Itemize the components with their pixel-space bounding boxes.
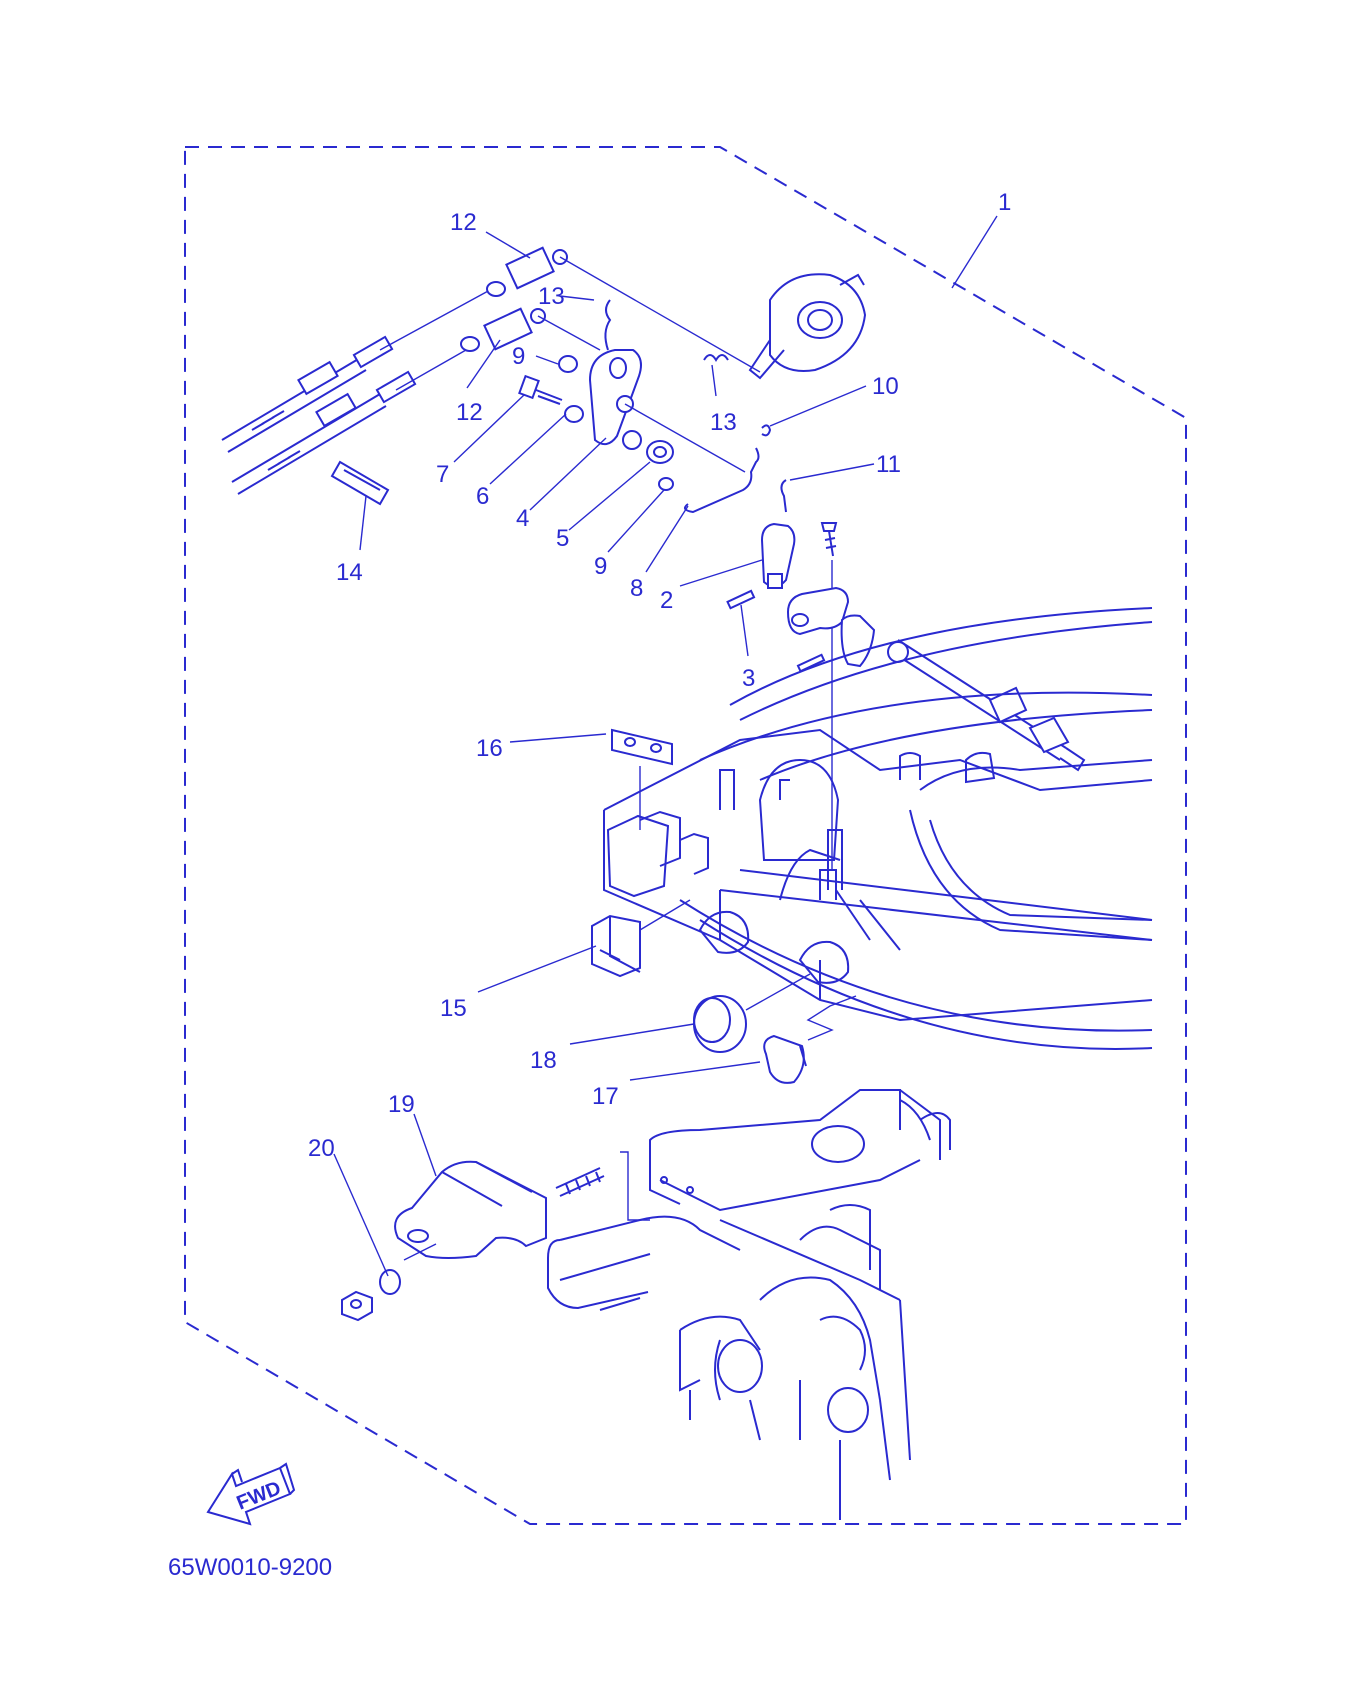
bolt — [518, 374, 563, 405]
callout-11: 11 — [876, 451, 901, 478]
control-cables — [221, 281, 506, 495]
clip-10 — [761, 424, 772, 437]
throttle-cam — [748, 273, 867, 380]
shift-bracket — [786, 586, 876, 673]
collar — [646, 440, 674, 464]
callout-13-upper: 13 — [538, 283, 565, 310]
screw — [820, 522, 838, 870]
nut-20 — [341, 1290, 373, 1322]
callout-7: 7 — [436, 461, 449, 488]
callout-14: 14 — [336, 559, 363, 586]
callout-15: 15 — [440, 995, 467, 1022]
drawing-code: 65W0010-9200 — [168, 1554, 332, 1581]
bracket — [394, 1160, 547, 1261]
washer-20 — [379, 1269, 401, 1295]
cable-joint-upper — [505, 246, 761, 373]
lever — [588, 349, 746, 473]
callout-8: 8 — [630, 575, 643, 602]
assembly-boundary — [184, 146, 1187, 1525]
callout-13-lower: 13 — [710, 409, 737, 436]
callout-12-upper: 12 — [450, 209, 477, 236]
damper-plate — [611, 728, 673, 830]
clip-13-lower — [703, 354, 729, 362]
damper — [591, 899, 691, 978]
link-lever — [760, 522, 796, 589]
grommet-small — [763, 995, 857, 1084]
callout-1: 1 — [998, 189, 1011, 216]
decal — [330, 460, 390, 506]
callout-3: 3 — [742, 665, 755, 692]
callout-labels: 1 2 3 4 5 6 7 8 9 9 10 11 12 12 13 13 14… — [308, 189, 1011, 1162]
callout-20: 20 — [308, 1135, 335, 1162]
callout-2: 2 — [660, 587, 673, 614]
callout-5: 5 — [556, 525, 569, 552]
link-rod — [683, 447, 760, 514]
callout-6: 6 — [476, 483, 489, 510]
callout-18: 18 — [530, 1047, 557, 1074]
callout-9-lower: 9 — [594, 553, 607, 580]
callout-12-lower: 12 — [456, 399, 483, 426]
callout-16: 16 — [476, 735, 503, 762]
cable-joint-lower — [483, 307, 601, 351]
washer-upper — [558, 355, 578, 373]
fwd-arrow: FWD — [206, 1462, 296, 1526]
callout-19: 19 — [388, 1091, 415, 1118]
pin — [726, 589, 756, 610]
callout-9-upper: 9 — [512, 343, 525, 370]
shift-shaft — [887, 639, 1086, 772]
callout-4: 4 — [516, 505, 529, 532]
washer-lower — [658, 477, 674, 491]
callout-10: 10 — [872, 373, 899, 400]
bottom-cowling — [603, 607, 1153, 1050]
clip-11 — [780, 479, 787, 513]
callout-17: 17 — [592, 1083, 619, 1110]
spring — [555, 1151, 650, 1221]
clip-13-upper — [604, 299, 612, 351]
swivel-bracket — [547, 1089, 951, 1520]
grommet — [693, 973, 811, 1053]
leader-lines — [333, 215, 998, 1277]
washer-6 — [564, 405, 584, 423]
